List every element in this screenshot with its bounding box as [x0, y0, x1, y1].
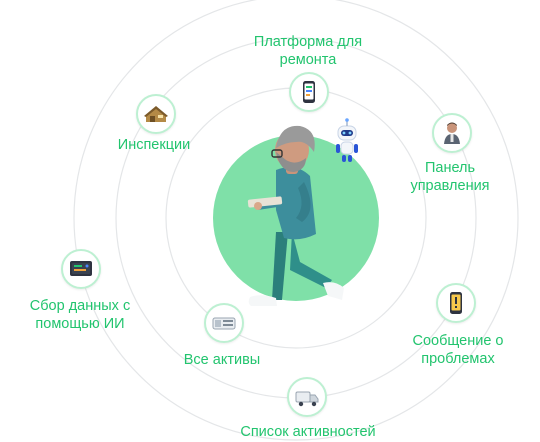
tablet-icon: [70, 261, 92, 276]
phone-icon: [303, 81, 315, 103]
activity-list-node: [287, 377, 327, 417]
person-walking-icon: [247, 125, 344, 306]
label-ai-data-collection: Сбор данных с помощью ИИ: [29, 298, 131, 332]
issue-reporting-node: [436, 283, 476, 323]
label-inspections: Инспекции: [117, 137, 191, 153]
truck-icon: [295, 391, 319, 407]
label-activity-list: Список активностей: [240, 424, 376, 440]
equipment-icon: [212, 317, 236, 330]
technician-icon: [444, 122, 460, 144]
repair-platform-node: [289, 72, 329, 112]
dashboard-node: [432, 113, 472, 153]
ai-data-collection-node: [61, 249, 101, 289]
outer-ring: [73, 0, 519, 441]
label-all-assets: Все активы: [183, 352, 261, 368]
label-issue-reporting: Сообщение о проблемах: [412, 333, 504, 367]
label-dashboard: Панель управления: [410, 160, 490, 194]
all-assets-node: [204, 303, 244, 343]
label-repair-platform: Платформа для ремонта: [253, 34, 363, 68]
phone-alert-icon: [450, 292, 462, 314]
robot-icon: [336, 118, 358, 162]
inspections-node: [136, 94, 176, 134]
house-icon: [144, 106, 168, 122]
